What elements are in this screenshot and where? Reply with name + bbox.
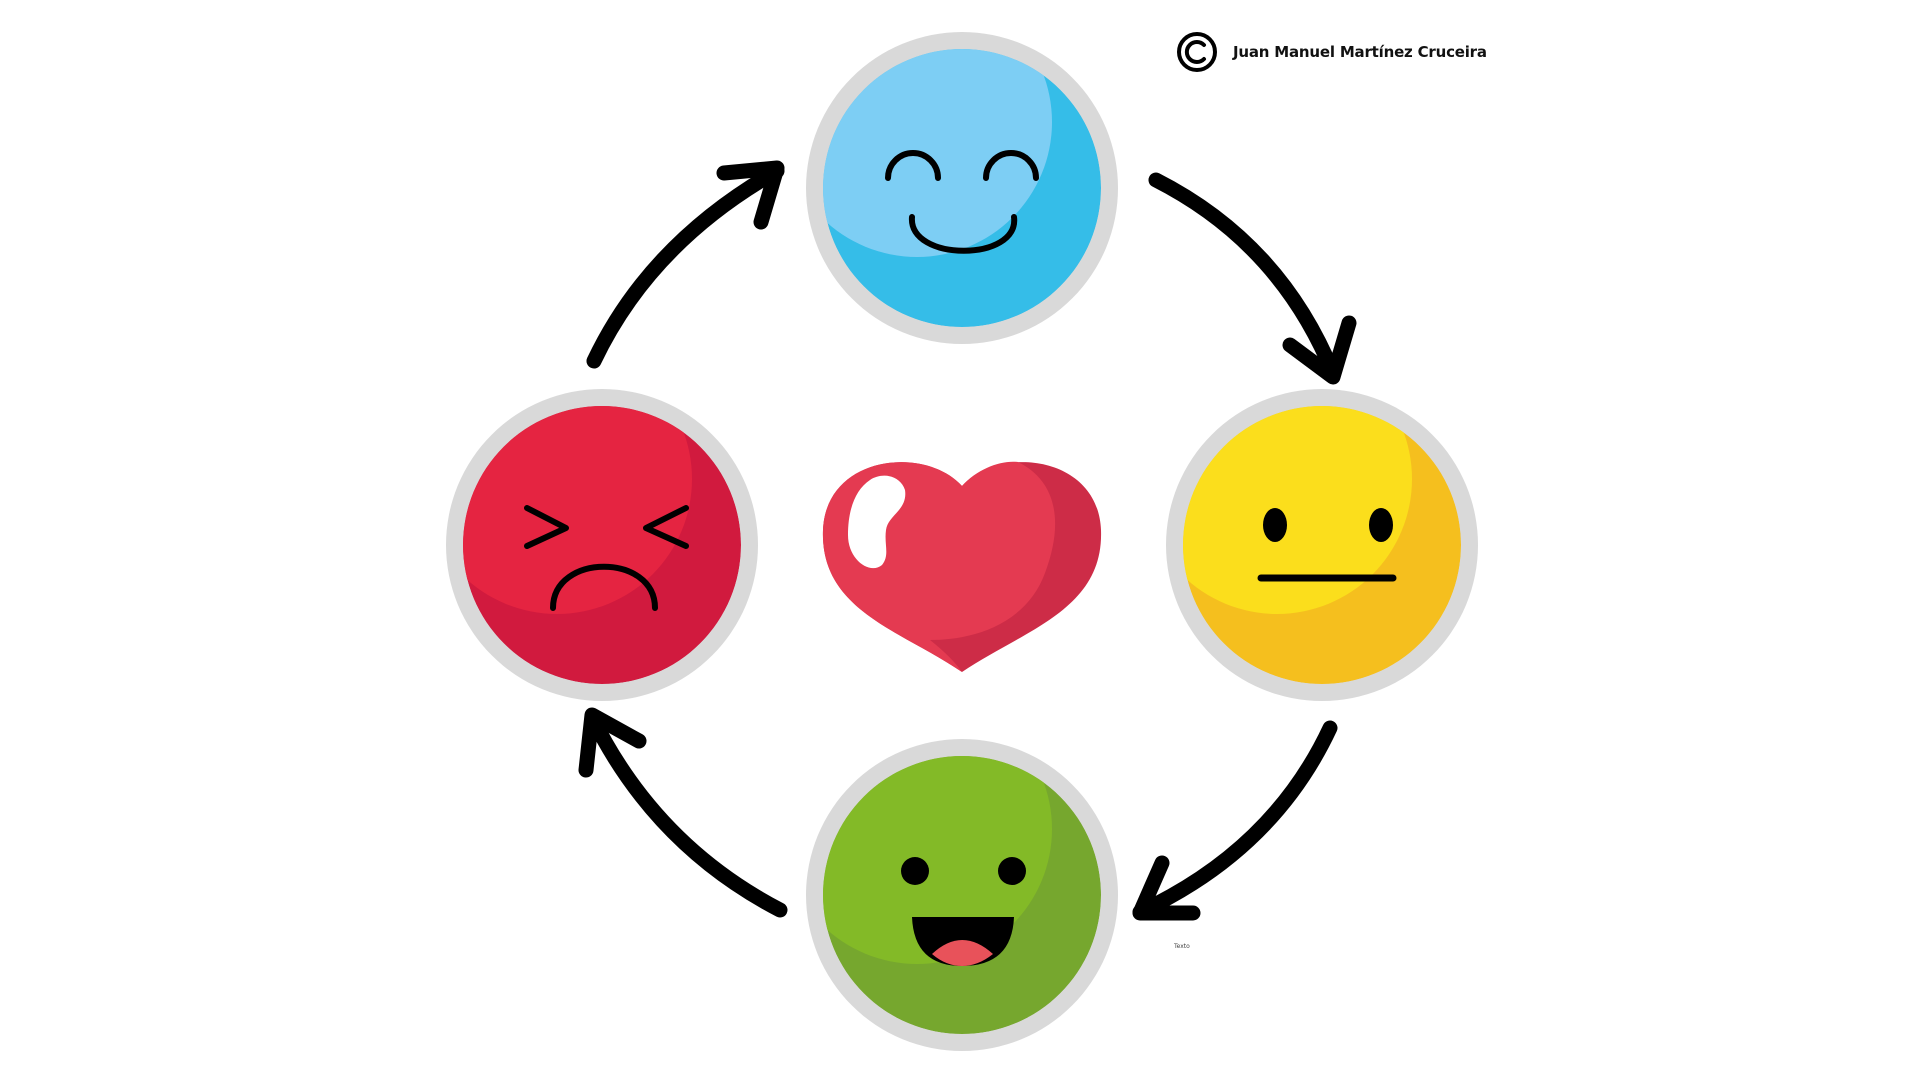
right-eye (1369, 508, 1393, 542)
right-eye (983, 150, 1039, 181)
frown-mouth (550, 563, 658, 611)
emoji-happy (806, 32, 1118, 344)
left-eye (885, 150, 941, 181)
author-name: Juan Manuel Martínez Cruceira (1233, 43, 1487, 61)
emoji-neutral (1166, 389, 1478, 701)
emoji-angry (446, 389, 758, 701)
emoji-joyful (806, 739, 1118, 1051)
copyright-icon (1177, 32, 1217, 72)
heart-icon (822, 461, 1102, 672)
arrow-angry-to-happy (586, 160, 785, 369)
small-text-label: Texto (1174, 943, 1190, 950)
left-eye-squint (524, 505, 569, 549)
smile-mouth (908, 214, 1018, 254)
arrow-joyful-to-angry (578, 707, 788, 918)
arrow-happy-to-neutral (1148, 172, 1357, 385)
tongue (932, 940, 993, 966)
copyright-credit: Juan Manuel Martínez Cruceira (1175, 28, 1487, 76)
left-eye (901, 857, 929, 885)
right-eye-squint (643, 505, 689, 549)
right-eye (998, 857, 1026, 885)
left-eye (1263, 508, 1287, 542)
arrow-neutral-to-joyful (1132, 720, 1338, 921)
